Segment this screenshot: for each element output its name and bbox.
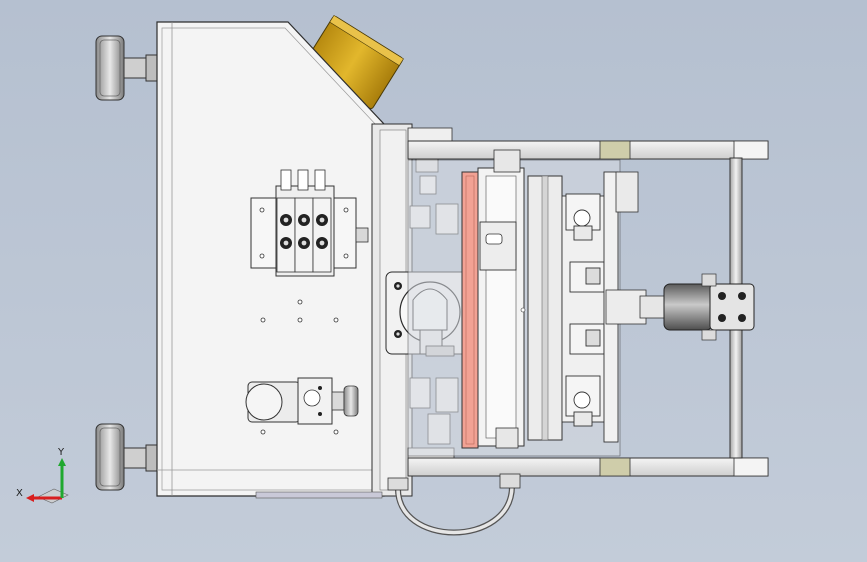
air-hose xyxy=(387,473,521,536)
handwheel-bottom[interactable] xyxy=(95,423,159,491)
die-block[interactable] xyxy=(527,175,607,441)
clamp-units[interactable] xyxy=(565,193,605,427)
axis-triad: X Y xyxy=(16,447,69,504)
triad-x-arrowhead xyxy=(26,494,34,502)
clamp-unit-3 xyxy=(569,323,605,355)
pneumatic-cylinder[interactable] xyxy=(639,273,755,341)
triad-y-label: Y xyxy=(57,447,65,458)
triad-y-arrowhead xyxy=(58,458,66,466)
clamp-unit-2 xyxy=(569,261,605,293)
clamp-unit-4 xyxy=(565,375,601,427)
handwheel-top[interactable] xyxy=(95,35,159,101)
slide-plate[interactable] xyxy=(477,149,526,449)
wear-plate[interactable] xyxy=(461,171,479,449)
right-carriage[interactable] xyxy=(603,171,647,443)
clamp-unit-1 xyxy=(565,193,601,241)
solenoid-valve-manifold[interactable] xyxy=(250,169,369,277)
triad-x-label: X xyxy=(16,488,23,499)
housing-screws xyxy=(260,299,339,435)
yellow-cylinder-cap[interactable] xyxy=(302,14,404,110)
lower-motor-unit[interactable] xyxy=(245,377,359,425)
